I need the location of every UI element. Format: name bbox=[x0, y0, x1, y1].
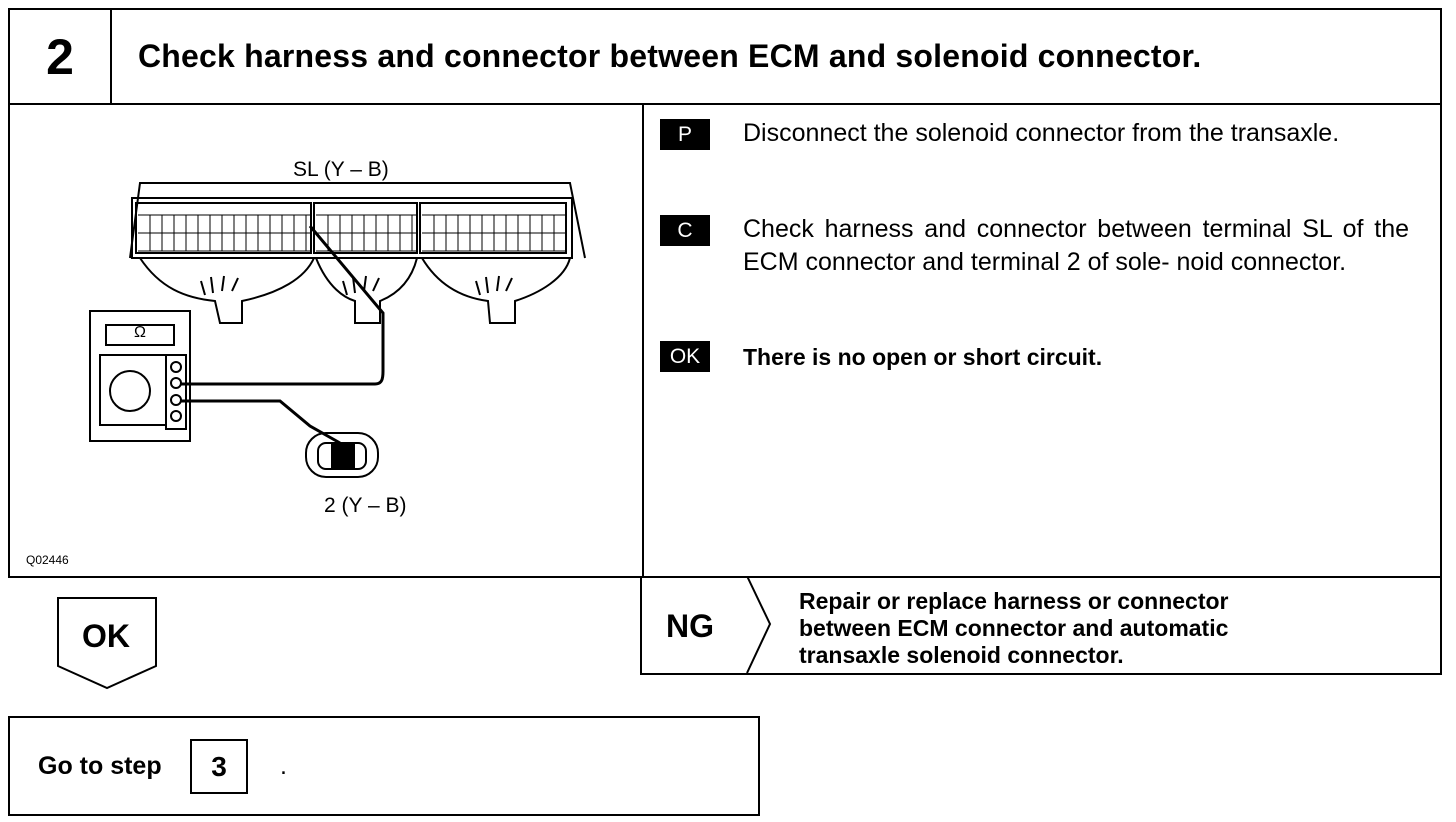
ng-label: NG bbox=[666, 608, 714, 644]
ohm-symbol: Ω bbox=[134, 324, 146, 341]
step-body: SL (Y – B) 2 (Y – B) Ω Q02446 P Disconne… bbox=[8, 103, 1442, 578]
ng-result-box: NG Repair or replace harness or connecto… bbox=[640, 576, 1442, 675]
tag-c: C bbox=[660, 215, 710, 246]
instruction-text: There is no open or short circuit. bbox=[743, 344, 1103, 370]
ng-arrow-shape bbox=[746, 576, 772, 673]
terminal-2-label: 2 (Y – B) bbox=[324, 494, 407, 517]
terminal-sl-label: SL (Y – B) bbox=[293, 158, 389, 181]
goto-text: Go to step bbox=[38, 752, 162, 780]
figure-code: Q02446 bbox=[26, 553, 69, 567]
wiring-diagram: SL (Y – B) 2 (Y – B) Ω Q02446 bbox=[10, 103, 642, 576]
goto-step-number[interactable]: 3 bbox=[190, 739, 248, 794]
column-divider bbox=[642, 103, 644, 578]
ng-action-line: transaxle solenoid connector. bbox=[799, 642, 1124, 668]
step-number: 2 bbox=[10, 10, 112, 103]
tag-p: P bbox=[660, 119, 710, 150]
goto-step-box: Go to step 3 . bbox=[8, 716, 760, 816]
goto-suffix: . bbox=[280, 752, 287, 780]
tag-ok: OK bbox=[660, 341, 710, 372]
instruction-text: Disconnect the solenoid connector from t… bbox=[743, 119, 1340, 147]
wiring-diagram-drawing bbox=[89, 182, 586, 478]
ng-action-line: Repair or replace harness or connector bbox=[799, 588, 1229, 614]
ng-action-line: between ECM connector and automatic bbox=[799, 615, 1229, 641]
step-title: Check harness and connector between ECM … bbox=[138, 38, 1202, 74]
ng-action: Repair or replace harness or connector b… bbox=[799, 588, 1229, 669]
ok-arrow-shape bbox=[57, 597, 157, 690]
ok-label: OK bbox=[82, 618, 130, 654]
instruction-text: Check harness and connector between term… bbox=[743, 215, 1409, 276]
step-header: 2 Check harness and connector between EC… bbox=[8, 8, 1442, 105]
